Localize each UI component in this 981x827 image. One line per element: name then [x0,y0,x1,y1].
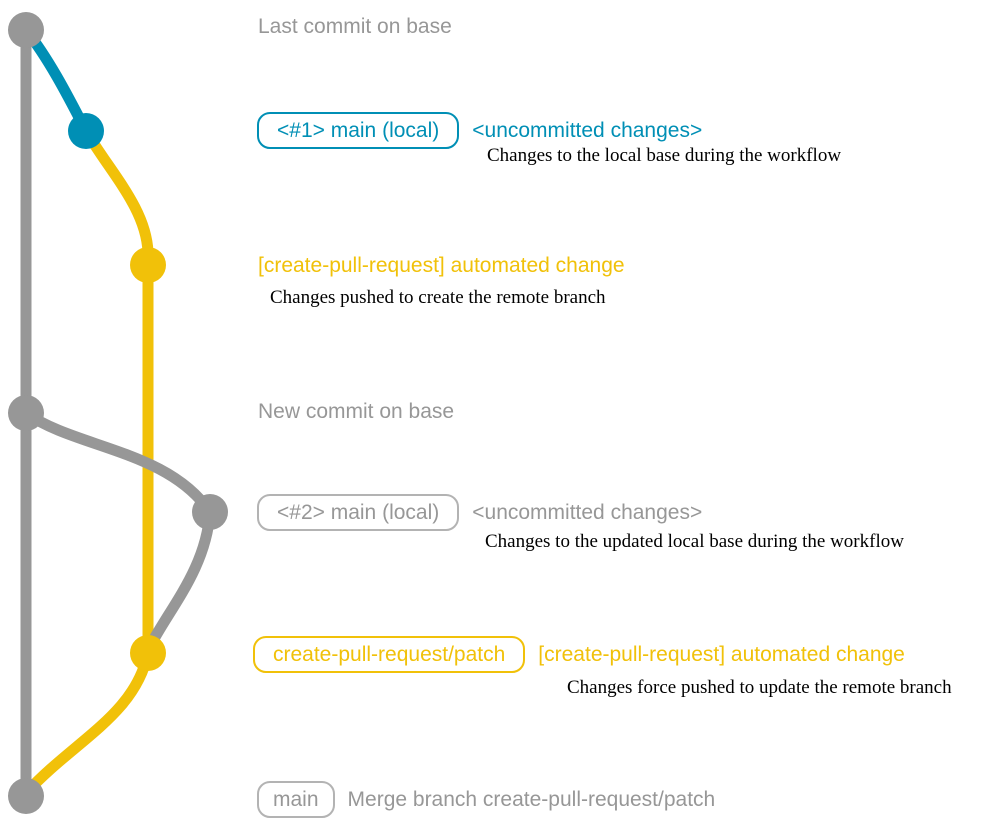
commit-message-automated-2: [create-pull-request] automated change [538,642,905,666]
commit-row-uncommitted-1: <#1> main (local) <uncommitted changes> [257,112,702,149]
commit-row-uncommitted-2: <#2> main (local) <uncommitted changes> [257,494,702,531]
commit-message-uncommitted-1: <uncommitted changes> [472,118,703,142]
commit-message-new-base: New commit on base [258,400,455,423]
commit-row-merge: main Merge branch create-pull-request/pa… [257,781,715,818]
annotation-uncommitted-2: Changes to the updated local base during… [485,531,904,552]
commit-message-last-base: Last commit on base [258,15,452,38]
branch-label-main: main [257,781,335,818]
branch-label-main-local-1: <#1> main (local) [257,112,460,149]
git-graph [8,12,228,814]
commit-row-automated-2: create-pull-request/patch [create-pull-r… [253,636,905,673]
annotation-automated-2: Changes force pushed to update the remot… [567,677,952,698]
commit-dot-automated-1 [130,247,166,283]
annotation-automated-1: Changes pushed to create the remote bran… [270,287,606,308]
merge-curve-patch-to-base [20,647,154,799]
branch-curve-local-gray-out [20,407,216,518]
commit-dot-last-base [8,12,44,48]
commit-dot-uncommitted-1 [68,113,104,149]
commit-dot-uncommitted-2 [192,494,228,530]
commit-dot-merge [8,778,44,814]
commit-message-merge: Merge branch create-pull-request/patch [347,787,716,811]
commit-dot-new-base [8,395,44,431]
annotation-uncommitted-1: Changes to the local base during the wor… [487,145,842,166]
branch-label-patch: create-pull-request/patch [253,636,526,673]
branch-curve-local-gray-in [142,506,216,656]
branch-line-patch-yellow [80,125,154,659]
commit-message-automated-1: [create-pull-request] automated change [258,254,625,277]
commit-dot-automated-2 [130,635,166,671]
branch-label-main-local-2: <#2> main (local) [257,494,460,531]
commit-message-uncommitted-2: <uncommitted changes> [472,500,703,524]
